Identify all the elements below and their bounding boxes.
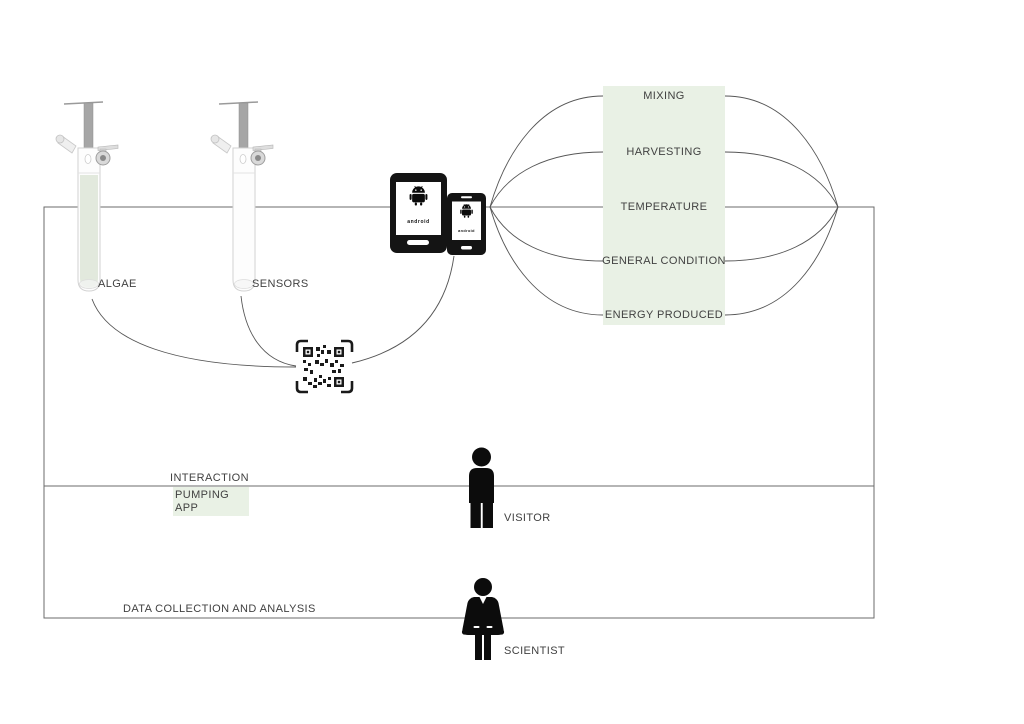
arc-harvesting-right xyxy=(724,151,839,208)
scientist-label: SCIENTIST xyxy=(504,645,566,657)
parameter-label-general-condition: GENERAL CONDITION xyxy=(602,255,726,267)
algae-to-qr-curve xyxy=(91,298,297,368)
interaction-label: INTERACTION xyxy=(170,472,249,484)
scientist-figure xyxy=(461,578,505,660)
phone-home-button xyxy=(461,246,472,250)
phone-speaker xyxy=(461,196,472,199)
pumping-app-label-line1: PUMPING xyxy=(175,489,230,501)
sensors-tube xyxy=(210,101,274,292)
qr-code xyxy=(295,339,354,394)
algae-label: ALGAE xyxy=(98,278,137,290)
pumping-app-box: PUMPING APP xyxy=(173,487,249,516)
arc-energy-left xyxy=(489,206,604,316)
parameter-label-temperature: TEMPERATURE xyxy=(620,201,708,213)
data-flow-arcs xyxy=(91,95,839,368)
phone-brand-text: android xyxy=(458,229,475,233)
phone-to-qr-curve xyxy=(351,255,455,364)
parameter-label-mixing: MIXING xyxy=(643,90,685,102)
visitor-label: VISITOR xyxy=(504,512,551,524)
arc-energy-right xyxy=(724,206,839,316)
tablet-home-button xyxy=(407,240,429,245)
arc-mixing-left xyxy=(489,95,604,208)
algae-fill xyxy=(80,175,98,287)
algae-tube xyxy=(55,101,119,292)
android-tablet: android xyxy=(390,173,447,253)
sensors-to-qr-curve xyxy=(240,295,297,367)
parameter-panel xyxy=(603,86,725,325)
arc-condition-left xyxy=(489,206,604,262)
android-phone: android xyxy=(447,193,486,255)
arc-mixing-right xyxy=(724,95,839,208)
arc-condition-right xyxy=(724,206,839,262)
parameter-label-energy-produced: ENERGY PRODUCED xyxy=(604,309,724,321)
parameter-label-harvesting: HARVESTING xyxy=(626,146,702,158)
visitor-figure xyxy=(469,447,494,528)
pumping-app-label-line2: APP xyxy=(175,502,199,514)
sensors-label: SENSORS xyxy=(252,278,309,290)
arc-harvesting-left xyxy=(489,151,604,208)
data-collection-label: DATA COLLECTION AND ANALYSIS xyxy=(123,603,316,615)
tablet-brand-text: android xyxy=(407,219,430,225)
